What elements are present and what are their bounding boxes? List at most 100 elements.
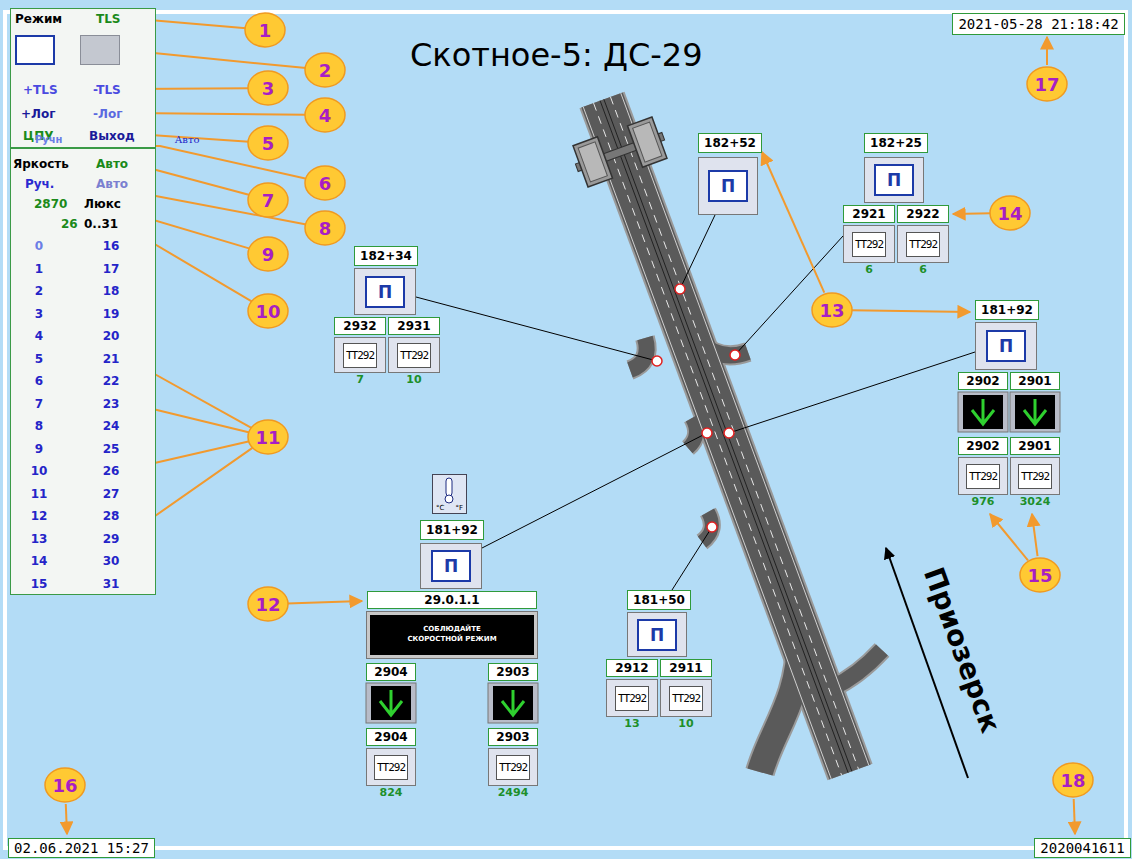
callout-number: 18 (1060, 770, 1085, 791)
callout-circle (305, 211, 345, 245)
thermometer-icon: °C°F (432, 474, 467, 514)
leader-line (990, 514, 1028, 560)
node-text: TT292 (669, 686, 703, 711)
node-text: 182+52 (704, 136, 756, 150)
node-text: 21 (103, 352, 120, 366)
post-box: П (698, 157, 758, 215)
gantry-panel (633, 122, 662, 162)
id-tag: 2921 (843, 205, 895, 223)
sensor-icon: TT292976 (958, 457, 1008, 495)
node-text: П (365, 276, 405, 308)
callout-number: 4 (319, 105, 332, 126)
signal-screen (1015, 395, 1055, 429)
node-text: 13 (31, 532, 48, 546)
node-text: 2904 (374, 665, 407, 679)
node-text: П (708, 170, 748, 202)
callout-number: 9 (262, 244, 275, 265)
sensor-icon: TT2926 (843, 225, 895, 263)
center-line (604, 99, 852, 771)
callout-circle (305, 166, 345, 200)
node-text: TT292 (906, 232, 940, 257)
node-text: 2902 (966, 374, 999, 388)
leader-line (1046, 37, 1048, 65)
leader-line (287, 601, 362, 603)
count-value: 976 (959, 495, 1007, 508)
node-text: 2912 (615, 661, 648, 675)
callout-circle (248, 71, 288, 105)
callout-number: 3 (262, 78, 275, 99)
id-tag: 29.0.1.1 (367, 591, 537, 609)
node-text: 4 (35, 329, 43, 343)
callout-circle (248, 587, 288, 621)
node-text: 6 (35, 374, 43, 388)
id-tag: 2932 (334, 317, 386, 335)
count-value: 13 (607, 717, 657, 730)
node-text: 16 (103, 239, 120, 253)
id-tag: 2901 (1010, 437, 1060, 455)
id-tag: 2902 (958, 437, 1008, 455)
node-text: 2901 (1018, 374, 1051, 388)
callout-number: 1 (259, 20, 272, 41)
node-text: 14 (31, 554, 48, 568)
callout-number: 10 (255, 301, 280, 322)
node-text: 2903 (496, 665, 529, 679)
sensor-icon: TT292824 (366, 748, 416, 786)
post-box: П (627, 612, 687, 657)
control-panel: ЯркостьАвтоРуч.Авто2870Люкс260..31016117… (10, 148, 156, 595)
disabled-button: Авто (80, 35, 120, 65)
node-text: 26 (61, 217, 78, 231)
road-sensor (652, 356, 662, 366)
id-tag: 182+52 (698, 133, 762, 153)
node-text: 1 (35, 262, 43, 276)
node-text: 2870 (34, 197, 67, 211)
node-text: 02.06.2021 15:27 (14, 840, 149, 856)
node-text: TT292 (615, 686, 649, 711)
callout-circle (1020, 558, 1060, 592)
signal-frame (366, 683, 416, 723)
callout-number: 12 (255, 594, 280, 615)
count-value: 6 (844, 263, 894, 276)
id-tag: 2902 (958, 372, 1008, 390)
id-tag: 2903 (488, 663, 538, 681)
thermometer-tube (446, 478, 452, 496)
road-sensor (730, 350, 740, 360)
down-arrow-signal (502, 690, 524, 715)
node-text: -TLS (93, 83, 121, 97)
sensor-wire (416, 297, 657, 361)
node-text: Режим (15, 12, 62, 26)
signal-frame (488, 683, 538, 723)
node-text: Выход (89, 129, 135, 143)
serial-box: 2020041611 (1034, 838, 1131, 858)
node-text: 181+50 (633, 593, 685, 607)
gantry-panel (578, 142, 607, 182)
road-surface (832, 650, 882, 688)
id-tag: 2912 (606, 659, 658, 677)
down-arrow-signal (1024, 399, 1046, 424)
sensor-icon: TT2926 (897, 225, 949, 263)
node-text: TT292 (496, 755, 530, 780)
callout-circle (1053, 763, 1093, 797)
node-text: 29 (103, 532, 120, 546)
post-box: П (354, 268, 416, 315)
count-value: 10 (661, 717, 711, 730)
sensor-wire (729, 352, 975, 433)
road (583, 93, 882, 779)
node-text: 15 (31, 577, 48, 591)
id-tag: 2931 (388, 317, 440, 335)
leader-line (131, 113, 306, 115)
leader-line (953, 212, 991, 215)
node-text: П (431, 550, 471, 582)
node-text: 2020041611 (1040, 840, 1124, 856)
node-text: 10 (31, 464, 48, 478)
direction-label: Приозерск (917, 563, 1007, 737)
node-text: 31 (103, 577, 120, 591)
node-text: 26 (103, 464, 120, 478)
node-text: 8 (35, 419, 43, 433)
callout-number: 8 (319, 218, 332, 239)
callout-circle (812, 293, 852, 327)
post-box: П (864, 157, 924, 203)
node-text: 28 (103, 509, 120, 523)
diagram-title: Скотное-5: ДС-29 (410, 36, 703, 74)
node-text: 29.0.1.1 (424, 593, 479, 607)
